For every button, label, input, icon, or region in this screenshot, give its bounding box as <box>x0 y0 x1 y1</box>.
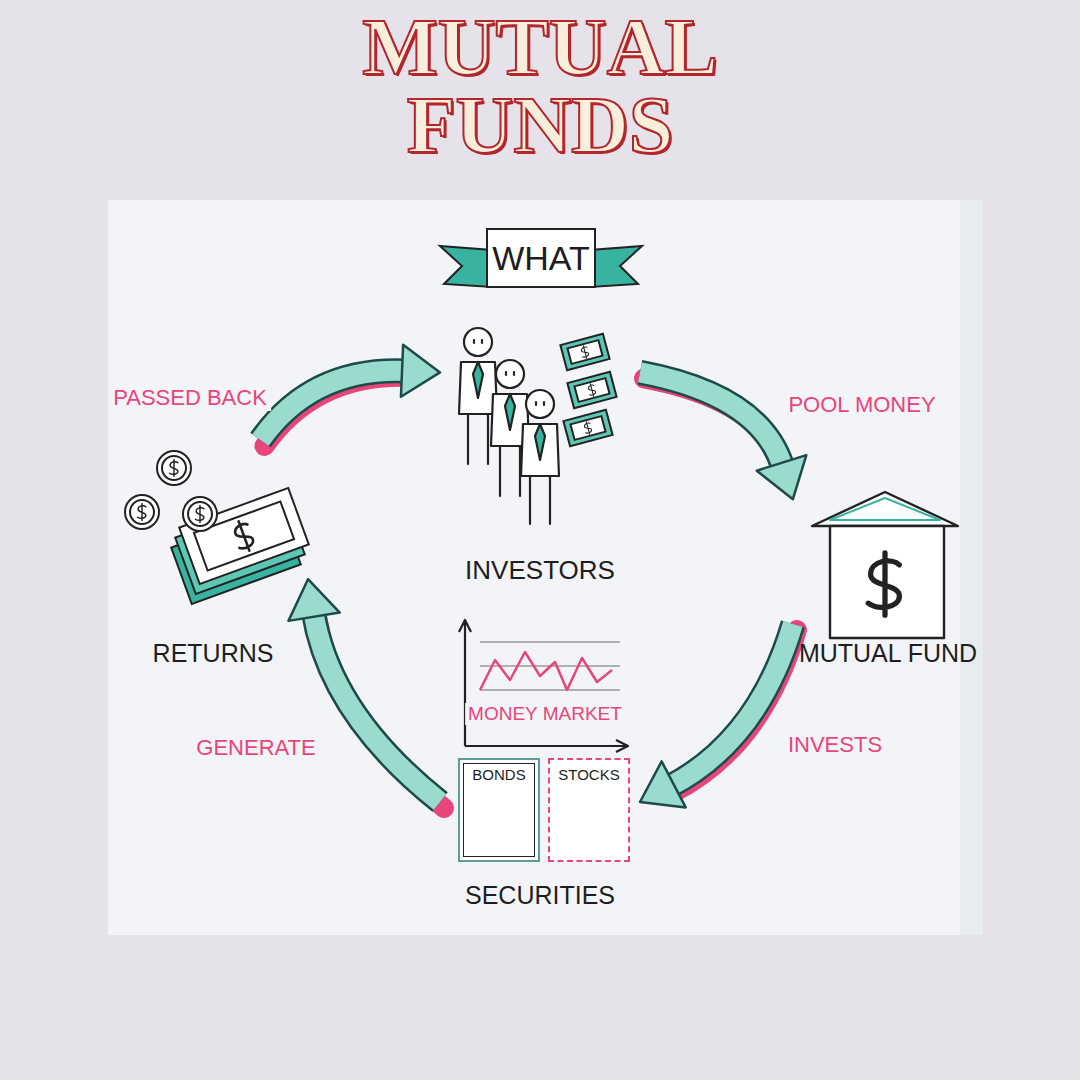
cycle-arrow <box>288 579 444 808</box>
cycle-arrow <box>640 624 797 807</box>
node-label: INVESTORS <box>465 555 615 586</box>
returns-group: RETURNS <box>118 440 308 672</box>
investor-figures <box>459 328 559 524</box>
arrow-head <box>757 455 807 499</box>
arrow-head <box>401 345 440 397</box>
node-label: MUTUAL FUND <box>799 639 977 668</box>
securities-group: SECURITIES BONDS STOCKS <box>440 754 640 914</box>
fund-node: MUTUAL FUND <box>793 480 983 672</box>
edge-label: GENERATE <box>192 735 319 761</box>
fund-house <box>812 492 958 638</box>
cycle-arrow <box>640 372 806 499</box>
edge-label: PASSED BACK <box>109 385 271 411</box>
node-label: RETURNS <box>153 639 274 668</box>
arrow-head <box>640 761 686 807</box>
investors-group: INVESTORS <box>440 318 640 590</box>
returns-money <box>125 451 309 604</box>
node-label: WHAT <box>492 239 590 278</box>
market-chart <box>459 620 628 752</box>
bond-certificate: BONDS <box>458 758 540 862</box>
edge-label: INVESTS <box>784 732 886 758</box>
cycle-arrow <box>261 345 441 446</box>
panel-edge <box>960 200 983 935</box>
money-bills <box>560 334 616 447</box>
page-title: MUTUAL FUNDS <box>300 8 780 165</box>
chart-label: MONEY MARKET <box>465 703 625 725</box>
arrow-head <box>288 579 339 621</box>
edge-label: POOL MONEY <box>784 392 939 418</box>
stock-certificate: STOCKS <box>548 758 630 862</box>
title-banner: WHAT <box>486 228 596 288</box>
panel <box>108 200 983 935</box>
node-label: SECURITIES <box>465 881 615 910</box>
node-label: BONDS <box>472 766 525 783</box>
node-label: STOCKS <box>558 766 619 783</box>
